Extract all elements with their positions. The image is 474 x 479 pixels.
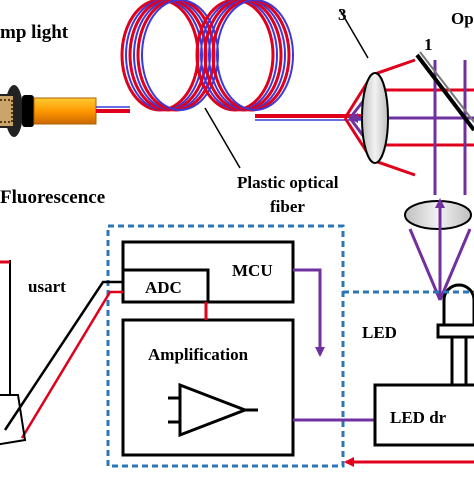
dichroic-mirror bbox=[415, 51, 474, 132]
mcu-label: MCU bbox=[232, 261, 273, 280]
plastic-fiber-label-2: fiber bbox=[270, 197, 305, 216]
fiber-coil-icon bbox=[195, 0, 294, 112]
amplification-label: Amplification bbox=[148, 345, 249, 364]
adc-label: ADC bbox=[145, 278, 182, 297]
lens-icon bbox=[404, 200, 472, 230]
led-driver-box bbox=[373, 383, 474, 447]
excitation-beams bbox=[408, 198, 472, 301]
lens-icon bbox=[361, 72, 389, 164]
fiber-pointer bbox=[204, 107, 241, 169]
pump-light-label: mp light bbox=[0, 22, 69, 43]
led-driver-label: LED dr bbox=[390, 408, 447, 427]
amplifier-icon bbox=[168, 382, 258, 438]
plastic-fiber-label-1: Plastic optical bbox=[237, 173, 339, 192]
label-1: 1 bbox=[424, 35, 433, 54]
usart-label: usart bbox=[28, 277, 66, 296]
source-body bbox=[0, 94, 15, 128]
usart-wires bbox=[3, 280, 123, 439]
adc-box bbox=[121, 268, 210, 304]
light-source-head bbox=[0, 85, 23, 137]
led-icon bbox=[436, 283, 474, 385]
optics-label: Op bbox=[451, 9, 474, 28]
label-3: 3 bbox=[338, 5, 347, 24]
computer-device bbox=[0, 260, 27, 446]
label-3-pointer bbox=[339, 9, 369, 59]
fluorescence-label: Fluorescence bbox=[0, 187, 105, 208]
amplification-box bbox=[121, 318, 295, 457]
mcu-led-wire bbox=[293, 268, 325, 357]
fiber-connector-icon bbox=[22, 95, 97, 127]
led-label: LED bbox=[362, 323, 397, 342]
electronics-boundary bbox=[106, 224, 345, 468]
